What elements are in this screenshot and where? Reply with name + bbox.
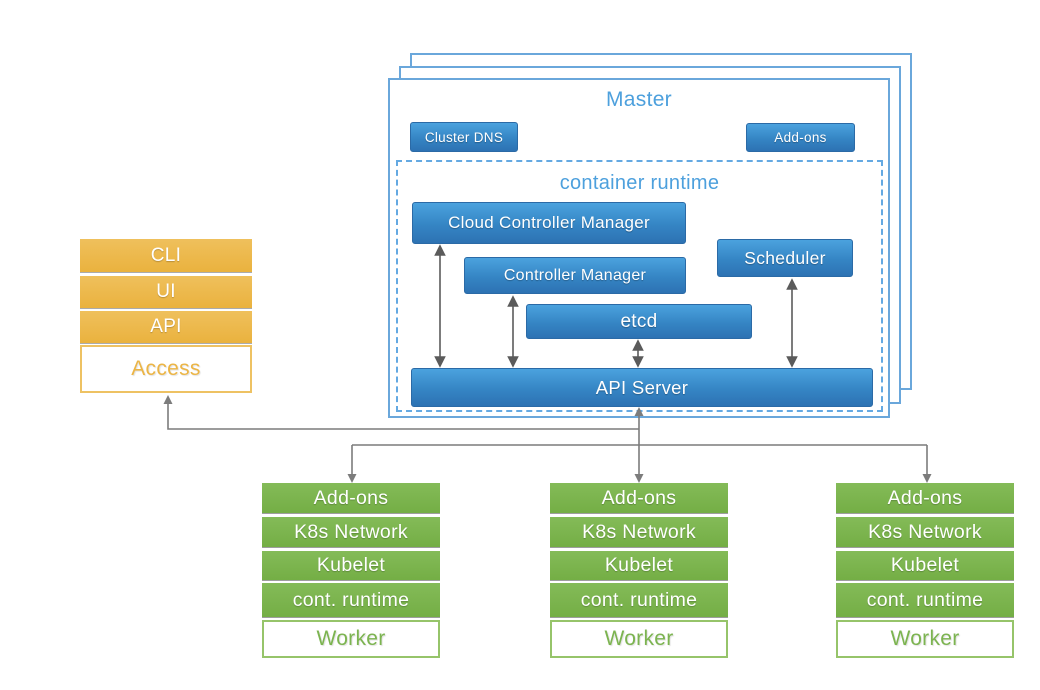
arrowhead-into-worker-2 [634, 474, 644, 483]
controller-manager-box: Controller Manager [464, 257, 686, 294]
access-stack: CLI UI API Access [80, 239, 252, 393]
cloud-controller-manager-box: Cloud Controller Manager [412, 202, 686, 244]
worker1-row-addons: Add-ons [262, 483, 440, 513]
access-label: Access [80, 345, 252, 393]
worker2-label: Worker [550, 620, 728, 658]
worker2-row-k8s-network: K8s Network [550, 517, 728, 547]
worker1-row-k8s-network: K8s Network [262, 517, 440, 547]
worker3-row-kubelet: Kubelet [836, 551, 1014, 580]
worker1-row-container-runtime: cont. runtime [262, 583, 440, 617]
access-row-ui: UI [80, 276, 252, 308]
master-title: Master [606, 88, 672, 111]
container-runtime-title: container runtime [559, 172, 720, 194]
arrowhead-into-worker-1 [347, 474, 357, 483]
worker3-row-addons: Add-ons [836, 483, 1014, 513]
arrowhead-into-worker-3 [922, 474, 932, 483]
worker-node-3: Add-ons K8s Network Kubelet cont. runtim… [836, 483, 1014, 658]
etcd-box: etcd [526, 304, 752, 339]
worker2-row-addons: Add-ons [550, 483, 728, 513]
scheduler-box: Scheduler [717, 239, 853, 277]
worker-node-2: Add-ons K8s Network Kubelet cont. runtim… [550, 483, 728, 658]
worker3-row-container-runtime: cont. runtime [836, 583, 1014, 617]
worker3-row-k8s-network: K8s Network [836, 517, 1014, 547]
worker1-row-kubelet: Kubelet [262, 551, 440, 580]
arrowhead-into-access [163, 395, 173, 404]
master-addons-box: Add-ons [746, 123, 855, 152]
worker1-label: Worker [262, 620, 440, 658]
access-row-cli: CLI [80, 239, 252, 272]
worker-node-1: Add-ons K8s Network Kubelet cont. runtim… [262, 483, 440, 658]
cluster-dns-box: Cluster DNS [410, 122, 518, 152]
access-row-api: API [80, 311, 252, 343]
api-server-box: API Server [411, 368, 873, 407]
worker2-row-container-runtime: cont. runtime [550, 583, 728, 617]
worker3-label: Worker [836, 620, 1014, 658]
worker2-row-kubelet: Kubelet [550, 551, 728, 580]
